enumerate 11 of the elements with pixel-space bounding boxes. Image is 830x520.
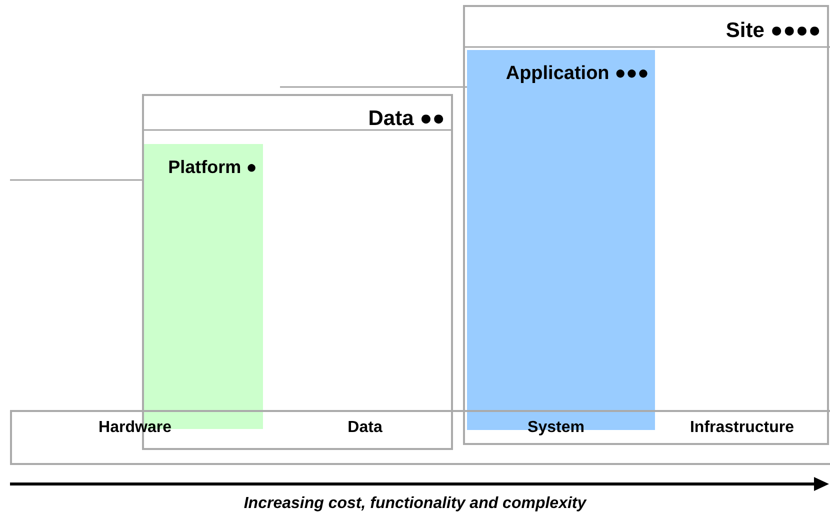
caption: Increasing cost, functionality and complexity — [242, 495, 588, 513]
section-heading: Site ●●●● — [726, 19, 821, 43]
section-heading: Application ●●● — [506, 63, 649, 85]
site-box — [463, 5, 829, 445]
column-label: Infrastructure — [690, 419, 794, 437]
category-bar — [10, 410, 830, 465]
column-label: System — [528, 419, 584, 437]
column-label: Hardware — [98, 419, 172, 437]
section-heading: Data ●● — [368, 107, 445, 131]
column-label: Data — [348, 419, 382, 437]
section-heading: Platform ● — [168, 157, 257, 178]
